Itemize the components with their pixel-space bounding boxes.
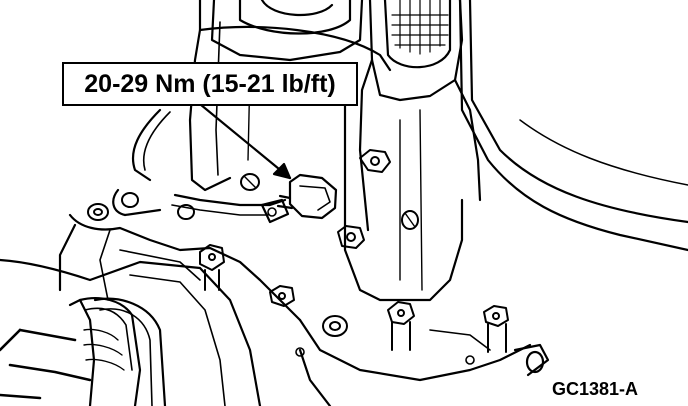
bolt-lower-center [322,315,348,337]
vehicle-speed-sensor [260,173,338,224]
bolt-right [401,210,419,230]
torque-label: 20-29 Nm (15-21 lb/ft) [84,69,336,98]
callout-leader [193,98,292,180]
sensor-wire [112,108,287,217]
center-case [343,78,464,302]
figure-code: GC1381-A [549,379,640,400]
bolt-lower-right-1 [387,301,415,351]
torque-callout: 20-29 Nm (15-21 lb/ft) [62,62,358,106]
bolt-center [337,225,365,249]
bolt-upper-left [240,173,260,191]
bolt-far-left [87,203,109,221]
shift-lever [0,328,92,400]
right-flange [458,0,688,252]
shift-boot [68,297,142,406]
left-bracket [58,213,302,322]
bolts [87,149,509,353]
lower-left-housing [0,258,262,406]
bolt-lower-right-2 [483,305,509,353]
bolt-bracket [121,192,195,220]
bolt-left-1 [199,244,225,291]
bolt-left-2 [269,285,295,307]
bolt-upper-center [359,149,391,173]
lower-right-housing [295,318,550,406]
